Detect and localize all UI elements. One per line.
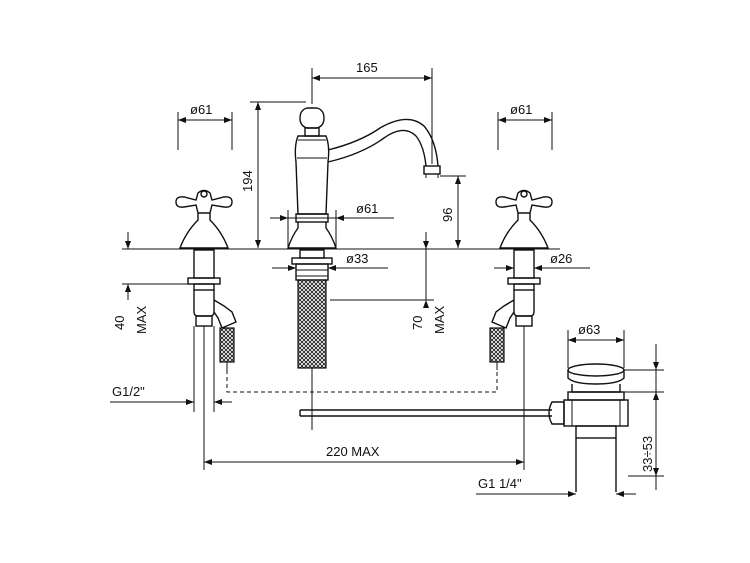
dim-left-depth: 40 MAX — [112, 232, 188, 334]
drain-assembly — [563, 363, 629, 492]
label-center-depth-note: MAX — [432, 306, 447, 335]
label-spout-base-dia: ø61 — [356, 201, 378, 216]
dim-drain-range: 33÷53 — [624, 344, 664, 490]
dim-drain-thread: G1 1/4" — [476, 476, 636, 497]
label-spout-height: 194 — [240, 170, 255, 192]
label-left-handle-dia: ø61 — [190, 102, 212, 117]
label-valve-shank-dia: ø26 — [550, 251, 572, 266]
label-spread: 220 MAX — [326, 444, 380, 459]
label-outlet-height: 96 — [440, 208, 455, 222]
label-right-handle-dia: ø61 — [510, 102, 532, 117]
label-left-depth-note: MAX — [134, 306, 149, 335]
label-spout-reach: 165 — [356, 60, 378, 75]
label-inlet-thread: G1/2" — [112, 384, 145, 399]
label-drain-range: 33÷53 — [640, 436, 655, 472]
left-handle-assembly — [175, 189, 237, 410]
spout-assembly — [287, 107, 441, 430]
dim-right-handle-dia: ø61 — [497, 102, 553, 150]
label-center-depth: 70 — [410, 316, 425, 330]
dim-spread: 220 MAX — [203, 410, 525, 470]
supply-dashed-line — [226, 370, 498, 393]
label-drain-dia: ø63 — [578, 322, 600, 337]
popup-rod — [299, 401, 565, 425]
dim-spout-height: 194 — [240, 101, 306, 248]
right-handle-assembly — [489, 189, 553, 410]
dim-center-depth: 70 MAX — [330, 232, 447, 334]
dim-outlet-height: 96 — [440, 175, 466, 248]
dim-drain-dia: ø63 — [567, 322, 625, 368]
dim-spout-reach: 165 — [311, 60, 433, 164]
label-shank-dia: ø33 — [346, 251, 368, 266]
dim-inlet-thread: G1/2" — [110, 326, 232, 412]
dim-left-handle-dia: ø61 — [177, 102, 233, 150]
dim-valve-shank-dia: ø26 — [494, 251, 590, 271]
label-drain-thread: G1 1/4" — [478, 476, 522, 491]
label-left-depth: 40 — [112, 316, 127, 330]
dim-spout-base-dia: ø61 — [270, 201, 394, 248]
dim-shank-dia: ø33 — [272, 251, 388, 271]
